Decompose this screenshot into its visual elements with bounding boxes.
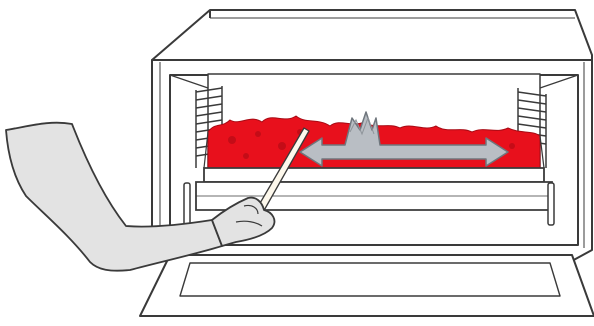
oven-door xyxy=(140,255,594,316)
tray-rim xyxy=(204,168,544,182)
door-window xyxy=(180,263,560,296)
